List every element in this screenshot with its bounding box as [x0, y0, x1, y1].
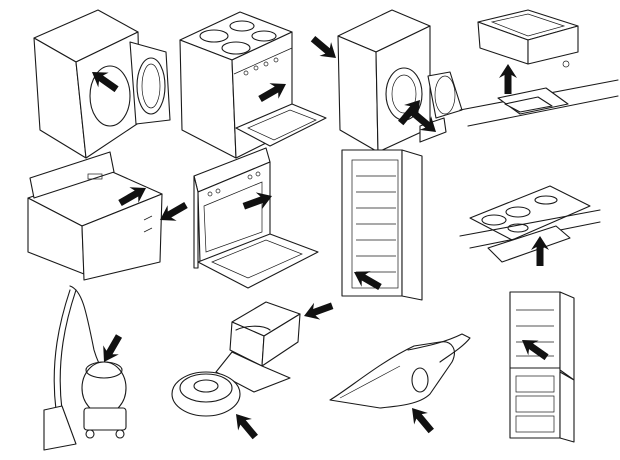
electric-cooker: [179, 11, 327, 159]
fridge-freezer: [509, 291, 575, 443]
upright-freezer: [341, 149, 423, 301]
robot-vacuum: [171, 297, 336, 443]
hob-recess: [459, 9, 619, 127]
handheld-vacuum: [329, 333, 471, 437]
canister-vacuum: [43, 285, 127, 451]
chest-freezer: [27, 151, 191, 281]
washing-machine-2: [307, 9, 463, 153]
ceramic-hob: [459, 185, 601, 266]
washing-machine-1: [33, 9, 171, 159]
built-in-oven: [193, 147, 319, 289]
